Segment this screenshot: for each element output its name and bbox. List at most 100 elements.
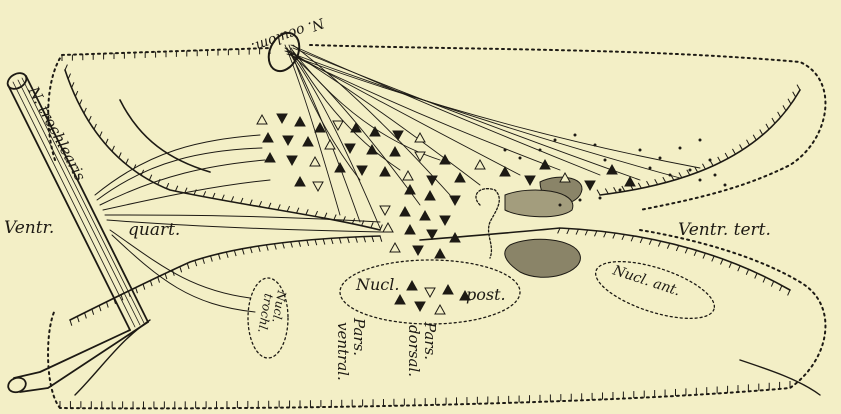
hatch-tick	[347, 237, 349, 243]
nerve-cell	[415, 152, 425, 161]
hatch-tick	[65, 65, 67, 70]
dot	[554, 139, 557, 142]
hatch-tick	[649, 239, 651, 244]
hatch-tick	[594, 231, 596, 236]
hatch-tick	[307, 240, 309, 246]
nerve-cell	[525, 176, 535, 185]
hatch-tick	[783, 105, 786, 110]
hatch-tick	[763, 277, 765, 282]
nerve-cell	[435, 305, 445, 314]
hatch-tick	[356, 237, 358, 243]
hatch-tick	[106, 139, 108, 144]
hatch-tick	[94, 124, 96, 129]
nerve-cell	[403, 171, 413, 180]
hatch-tick	[712, 256, 714, 261]
hatch-tick	[315, 239, 317, 245]
nerve-cell	[425, 288, 435, 297]
nerve-cell-triangles	[257, 114, 635, 314]
label-nucl: Nucl.	[355, 275, 399, 294]
hatch-tick	[746, 140, 749, 145]
label-ventr-tert: Ventr. tert.	[678, 220, 771, 240]
dot	[574, 134, 577, 137]
hatch-tick	[755, 273, 757, 278]
dot	[689, 169, 692, 172]
hatch-tick	[622, 186, 625, 191]
hatch-tick	[136, 287, 138, 293]
hatch-tick	[597, 190, 600, 195]
hatch-tick	[718, 157, 721, 162]
hatch-tick	[299, 241, 301, 247]
hatch-tick	[622, 234, 624, 239]
hatch-tick	[234, 250, 236, 256]
dot	[639, 149, 642, 152]
hatch-tick	[72, 82, 74, 87]
hatch-tick	[324, 213, 326, 218]
nerve-cell	[405, 225, 415, 234]
hatch-tick	[703, 253, 705, 258]
dot	[669, 174, 672, 177]
label-pars-ventral-2: ventral.	[334, 322, 352, 381]
hatch-tick	[364, 237, 366, 243]
nerve-cell	[540, 160, 550, 169]
dot	[579, 199, 582, 202]
hatch-tick	[203, 191, 205, 196]
hatch-tick	[158, 277, 160, 283]
dot	[699, 139, 702, 142]
nerve-cell	[313, 182, 323, 191]
hatch-tick	[100, 132, 102, 137]
hatch-tick	[604, 232, 606, 237]
dot	[504, 149, 507, 152]
nerve-cell	[265, 153, 275, 162]
nerve-cell	[500, 167, 510, 176]
hatch-tick	[738, 266, 740, 271]
hatch-tick	[278, 204, 280, 209]
nerve-cell	[263, 133, 273, 142]
nerve-cell	[625, 177, 635, 186]
hatch-tick	[778, 112, 781, 117]
hatch-tick	[343, 216, 345, 221]
hatch-tick	[371, 222, 373, 227]
nerve-cell	[335, 163, 345, 172]
hatch-tick	[250, 247, 252, 253]
hatch-tick	[283, 243, 285, 249]
nerve-cell	[585, 181, 595, 190]
nerve-cell	[357, 166, 367, 175]
nerve-cell	[450, 196, 460, 205]
dot	[619, 189, 622, 192]
nerve-cell	[475, 160, 485, 169]
hatch-tick	[315, 211, 317, 216]
hatch-tick	[613, 233, 615, 238]
nerve-cell	[287, 156, 297, 165]
hatch-tick	[222, 195, 224, 200]
hatch-tick	[226, 252, 228, 258]
hatch-tick	[258, 246, 260, 252]
nerve-cell	[413, 246, 423, 255]
nucleus-blobs	[248, 177, 721, 358]
dot	[519, 157, 522, 160]
hatch-tick	[380, 225, 382, 230]
nerve-cell	[283, 136, 293, 145]
hatch-tick	[614, 187, 617, 192]
nerve-cell	[425, 191, 435, 200]
nerve-cell	[383, 223, 393, 232]
nerve-cell	[370, 127, 380, 136]
hatch-tick	[291, 242, 293, 248]
dot	[724, 184, 727, 187]
hatch-tick	[702, 164, 705, 169]
nerve-cell	[435, 249, 445, 258]
nerve-cell	[345, 144, 355, 153]
nerve-cell	[380, 206, 390, 215]
hatch-tick	[68, 74, 70, 79]
hatch-tick	[218, 254, 220, 260]
hatch-tick	[150, 280, 152, 286]
hatch-tick	[638, 183, 641, 188]
hatch-tick	[772, 118, 775, 123]
hatch-tick	[231, 196, 233, 201]
dot	[659, 157, 662, 160]
hatch-tick	[149, 175, 151, 180]
hatch-tick	[380, 236, 382, 242]
hatch-tick	[567, 229, 569, 234]
dot	[604, 159, 607, 162]
hatch-tick	[576, 229, 578, 234]
label-nucl-ant: Nucl. ant.	[610, 262, 682, 299]
